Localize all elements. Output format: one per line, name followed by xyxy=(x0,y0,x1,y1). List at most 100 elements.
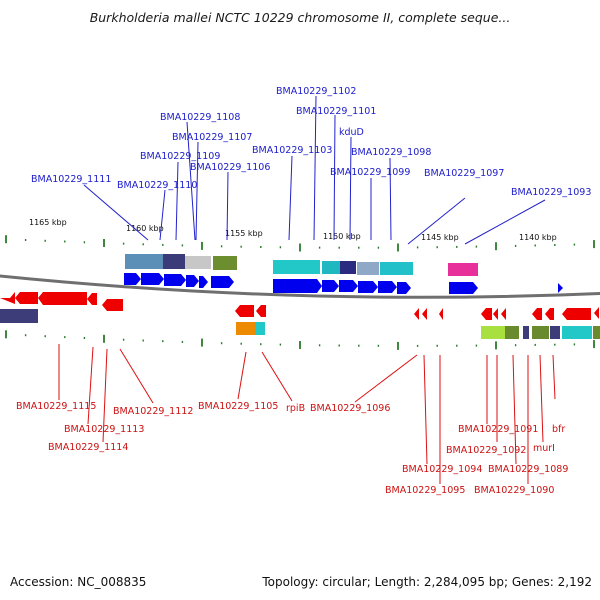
gene-label-top[interactable]: BMA10229_1103 xyxy=(252,145,332,156)
feature-box[interactable] xyxy=(532,326,549,339)
gene-label-top[interactable]: BMA10229_1110 xyxy=(117,180,197,191)
forward-gene-arrow[interactable] xyxy=(397,282,411,294)
gene-label-bottom[interactable]: BMA10229_1105 xyxy=(198,401,278,412)
chromosome-backbone xyxy=(0,274,600,299)
gene-label-top[interactable]: BMA10229_1109 xyxy=(140,151,220,162)
feature-box[interactable] xyxy=(340,261,356,274)
reverse-gene-arrow[interactable] xyxy=(594,307,599,319)
reverse-gene-arrow[interactable] xyxy=(532,308,542,320)
gene-label-top[interactable]: BMA10229_1106 xyxy=(190,162,270,173)
feature-box[interactable] xyxy=(448,263,478,276)
reverse-gene-arrow[interactable] xyxy=(15,292,38,304)
reverse-gene-arrow[interactable] xyxy=(414,308,419,320)
feature-box[interactable] xyxy=(550,326,560,339)
kbp-label: 1160 kbp xyxy=(126,224,164,233)
gene-label-bottom[interactable]: BMA10229_1114 xyxy=(48,442,128,453)
feature-box[interactable] xyxy=(163,254,185,269)
kbp-label: 1145 kbp xyxy=(421,233,459,242)
forward-gene-arrow[interactable] xyxy=(273,279,322,293)
gene-label-bottom[interactable]: BMA10229_1113 xyxy=(64,424,144,435)
gene-label-bottom[interactable]: BMA10229_1115 xyxy=(16,401,96,412)
bottom-leader-lines xyxy=(58,344,556,484)
feature-box[interactable] xyxy=(185,256,211,269)
reverse-gene-arrow[interactable] xyxy=(256,305,266,317)
topology-summary: Topology: circular; Length: 2,284,095 bp… xyxy=(262,575,592,589)
reverse-gene-arrows xyxy=(0,292,599,320)
feature-box[interactable] xyxy=(322,261,340,274)
forward-gene-arrow[interactable] xyxy=(141,273,164,285)
feature-box[interactable] xyxy=(125,254,163,269)
gene-label-bottom[interactable]: BMA10229_1096 xyxy=(310,403,390,414)
forward-feature-boxes xyxy=(125,254,478,276)
gene-label-bottom[interactable]: BMA10229_1112 xyxy=(113,406,193,417)
outer-tick-row xyxy=(5,235,595,252)
feature-box[interactable] xyxy=(523,326,529,339)
forward-gene-arrow[interactable] xyxy=(449,282,478,294)
gene-label-top[interactable]: BMA10229_1101 xyxy=(296,106,376,117)
feature-box[interactable] xyxy=(593,326,600,339)
reverse-gene-arrow[interactable] xyxy=(38,292,87,305)
feature-box[interactable] xyxy=(357,262,379,275)
forward-gene-arrow[interactable] xyxy=(322,280,339,292)
kbp-label: 1155 kbp xyxy=(225,229,263,238)
forward-gene-arrow[interactable] xyxy=(378,281,397,293)
kbp-label: 1140 kbp xyxy=(519,233,557,242)
forward-gene-arrow[interactable] xyxy=(199,276,208,288)
reverse-gene-arrow[interactable] xyxy=(562,308,591,320)
gene-label-top[interactable]: kduD xyxy=(339,127,364,138)
gene-label-bottom[interactable]: BMA10229_1095 xyxy=(385,485,465,496)
kbp-label: 1165 kbp xyxy=(29,218,67,227)
gene-label-top[interactable]: BMA10229_1108 xyxy=(160,112,240,123)
gene-label-top[interactable]: BMA10229_1098 xyxy=(351,147,431,158)
kbp-label: 1150 kbp xyxy=(323,232,361,241)
reverse-gene-arrow[interactable] xyxy=(439,308,443,320)
forward-gene-arrow[interactable] xyxy=(211,276,234,288)
gene-label-bottom[interactable]: murI xyxy=(533,443,555,454)
feature-box[interactable] xyxy=(0,309,38,323)
gene-label-bottom[interactable]: bfr xyxy=(552,424,565,435)
gene-label-top[interactable]: BMA10229_1093 xyxy=(511,187,591,198)
gene-label-top[interactable]: BMA10229_1111 xyxy=(31,174,111,185)
gene-label-bottom[interactable]: BMA10229_1091 xyxy=(458,424,538,435)
forward-gene-arrow[interactable] xyxy=(339,280,358,292)
reverse-gene-arrow[interactable] xyxy=(422,308,427,320)
reverse-feature-boxes xyxy=(0,309,600,339)
reverse-gene-arrow[interactable] xyxy=(493,308,498,320)
inner-tick-row xyxy=(5,330,595,350)
gene-label-bottom[interactable]: rpiB xyxy=(286,403,305,414)
gene-label-top[interactable]: BMA10229_1097 xyxy=(424,168,504,179)
reverse-gene-arrow[interactable] xyxy=(0,292,15,304)
gene-label-top[interactable]: BMA10229_1099 xyxy=(330,167,410,178)
forward-gene-arrow[interactable] xyxy=(186,275,199,287)
reverse-gene-arrow[interactable] xyxy=(481,308,492,320)
reverse-gene-arrow[interactable] xyxy=(102,299,123,311)
forward-gene-arrow[interactable] xyxy=(558,283,563,293)
top-leader-lines xyxy=(83,95,546,245)
reverse-gene-arrow[interactable] xyxy=(501,308,506,320)
accession-text: Accession: NC_008835 xyxy=(10,575,147,589)
gene-label-bottom[interactable]: BMA10229_1090 xyxy=(474,485,554,496)
gene-label-bottom[interactable]: BMA10229_1092 xyxy=(446,445,526,456)
feature-box[interactable] xyxy=(213,256,237,270)
forward-gene-arrow[interactable] xyxy=(358,281,378,293)
forward-gene-arrows xyxy=(124,273,563,294)
forward-gene-arrow[interactable] xyxy=(164,274,186,286)
feature-box[interactable] xyxy=(481,326,505,339)
forward-gene-arrow[interactable] xyxy=(124,273,141,285)
feature-box[interactable] xyxy=(236,322,255,335)
reverse-gene-arrow[interactable] xyxy=(87,293,97,305)
feature-box[interactable] xyxy=(380,262,413,275)
reverse-gene-arrow[interactable] xyxy=(235,305,254,317)
gene-label-top[interactable]: BMA10229_1102 xyxy=(276,86,356,97)
reverse-gene-arrow[interactable] xyxy=(545,308,554,320)
gene-label-bottom[interactable]: BMA10229_1094 xyxy=(402,464,482,475)
gene-label-bottom[interactable]: BMA10229_1089 xyxy=(488,464,568,475)
feature-box[interactable] xyxy=(562,326,592,339)
map-title: Burkholderia mallei NCTC 10229 chromosom… xyxy=(89,10,511,25)
feature-box[interactable] xyxy=(255,322,265,335)
feature-box[interactable] xyxy=(505,326,519,339)
feature-box[interactable] xyxy=(273,260,320,274)
gene-label-top[interactable]: BMA10229_1107 xyxy=(172,132,252,143)
